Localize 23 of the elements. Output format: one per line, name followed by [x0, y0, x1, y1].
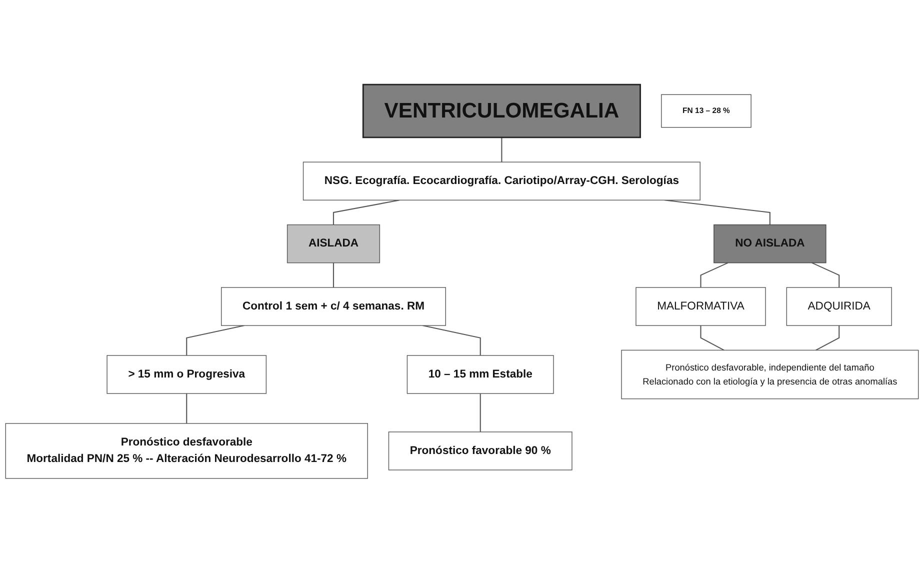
connector: [700, 262, 728, 288]
connector: [422, 325, 481, 356]
node-box: NO AISLADA: [714, 224, 826, 264]
node-box: Pronóstico desfavorable, independiente del tamaño Relacionado con la etiología y la presencia de otras anomalías: [621, 350, 919, 400]
connector: [812, 262, 840, 288]
node-box: Pronóstico favorable 90 %: [388, 432, 572, 470]
connector: [186, 394, 188, 424]
node-box: 10 – 15 mm Estable: [406, 355, 554, 394]
connector: [501, 137, 502, 162]
connector: [816, 326, 840, 351]
node-box: ADQUIRIDA: [786, 287, 892, 326]
node-box: VENTRICULOMEGALIA: [362, 84, 641, 138]
node-box: AISLADA: [286, 224, 380, 264]
node-box: NSG. Ecografía. Ecocardiografía. Cariotipo/Array-CGH. Serologías: [302, 162, 700, 200]
connector: [480, 394, 481, 432]
connector: [700, 326, 724, 351]
connector: [332, 262, 334, 288]
connector: [332, 200, 400, 225]
node-box: MALFORMATIVA: [636, 287, 766, 326]
node-box: Pronóstico desfavorable Mortalidad PN/N 25 % -- Alteración Neurodesarrollo 41-72 %: [5, 423, 368, 479]
connector: [186, 325, 244, 356]
node-box: > 15 mm o Progresiva: [106, 355, 267, 394]
node-box: Control 1 sem + c/ 4 semanas. RM: [221, 287, 446, 326]
